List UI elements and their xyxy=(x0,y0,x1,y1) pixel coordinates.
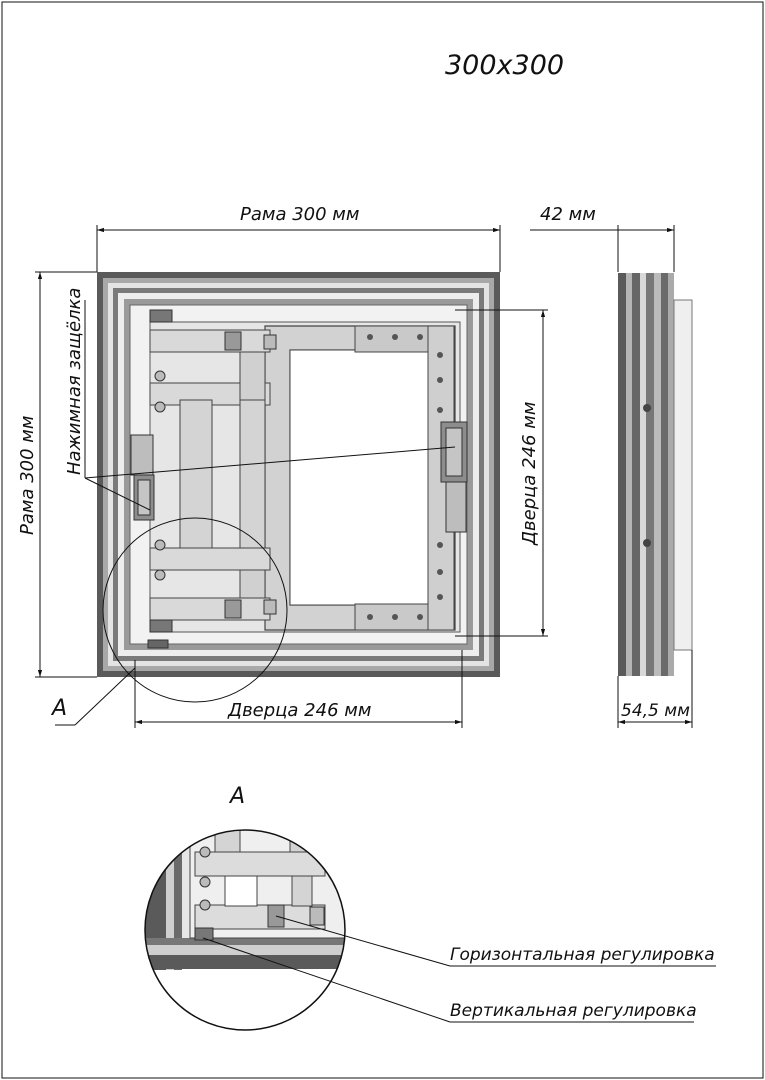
dim-door-width: Дверца 246 мм xyxy=(227,700,371,721)
dim-depth-bottom: 54,5 мм xyxy=(621,701,690,721)
vertical-adjust-label: Вертикальная регулировка xyxy=(450,1001,697,1021)
rivets xyxy=(367,334,443,620)
latch-left xyxy=(130,434,155,521)
front-view xyxy=(97,272,500,677)
detail-title: A xyxy=(228,784,245,809)
dimension-lines xyxy=(35,225,693,728)
dim-frame-width: Рама 300 мм xyxy=(240,204,359,225)
latch-callout: Нажимная защёлка xyxy=(64,288,85,475)
drawing-title: 300x300 xyxy=(445,50,564,81)
detail-marker: A xyxy=(50,696,67,721)
detail-circle-a xyxy=(102,517,288,703)
side-view xyxy=(618,273,693,676)
horizontal-adjust-label: Горизонтальная регулировка xyxy=(450,945,715,965)
hinge-hardware xyxy=(147,309,277,649)
door-window xyxy=(289,349,431,606)
detail-leaders xyxy=(202,915,716,1023)
latch-right xyxy=(440,421,468,533)
dim-frame-height: Рама 300 мм xyxy=(17,416,38,535)
detail-a-view xyxy=(144,829,346,1031)
dim-door-height: Дверца 246 мм xyxy=(519,402,540,546)
dim-depth-top: 42 мм xyxy=(540,204,596,225)
